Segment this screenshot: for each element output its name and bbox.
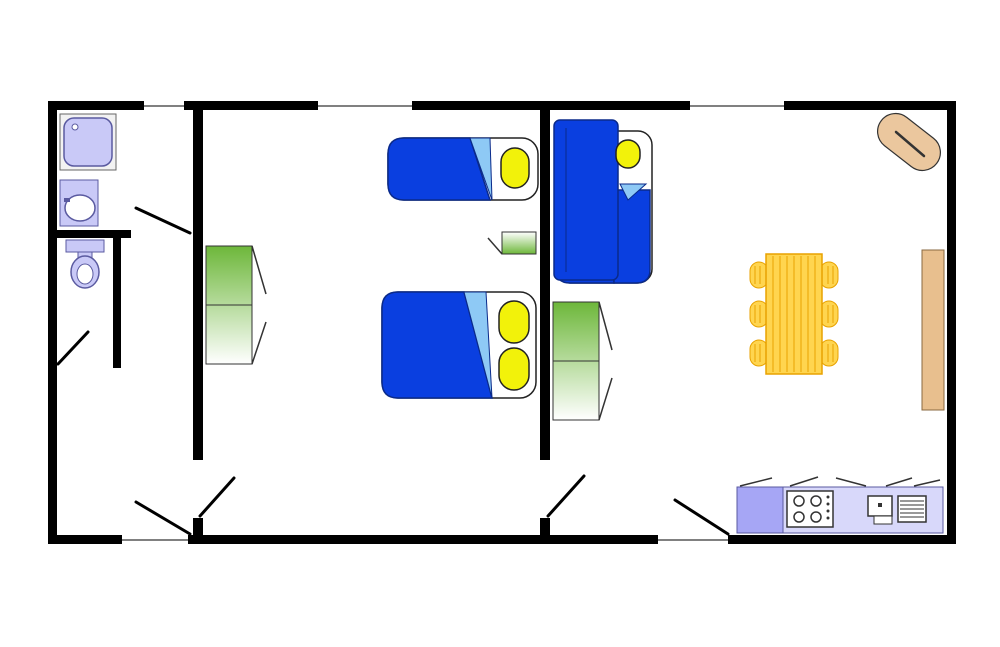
wall-bath-wc xyxy=(57,230,131,238)
pillow-icon xyxy=(500,147,530,189)
living-area xyxy=(552,112,945,534)
bedside-table xyxy=(487,231,537,255)
door-wc[interactable] xyxy=(56,330,90,366)
windows xyxy=(122,105,784,541)
sofa-bed xyxy=(553,119,653,284)
entrance-mat xyxy=(877,112,941,172)
drainer-icon xyxy=(897,495,927,523)
chair-icon xyxy=(749,339,769,367)
dining-table xyxy=(749,253,839,375)
sideboard xyxy=(921,249,945,411)
double-bed xyxy=(381,291,537,399)
bedroom xyxy=(205,137,539,399)
toilet-seat-icon xyxy=(76,263,94,285)
pillow-icon xyxy=(498,347,530,391)
sink-tap-icon xyxy=(64,198,70,202)
single-bed xyxy=(387,137,539,201)
hob-icon xyxy=(786,490,834,528)
wall-top-3 xyxy=(412,101,690,110)
door-terrace[interactable] xyxy=(673,498,730,536)
sink-icon xyxy=(64,194,96,222)
wall-stub-2 xyxy=(540,518,550,535)
wall-top-1 xyxy=(48,101,144,110)
pillow-icon xyxy=(615,139,641,169)
wall-bottom-3 xyxy=(728,535,956,544)
chair-icon xyxy=(749,261,769,289)
wall-hall-bedroom xyxy=(193,110,203,460)
door-bedroom[interactable] xyxy=(198,476,236,518)
kitchen-counter xyxy=(736,476,944,534)
wall-bottom-2 xyxy=(188,535,658,544)
shower-drain-icon xyxy=(71,123,79,131)
wall-top-4 xyxy=(784,101,956,110)
pillow-icon xyxy=(498,300,530,344)
wardrobe-bedroom xyxy=(205,245,267,365)
doors xyxy=(56,206,730,536)
chair-icon xyxy=(749,300,769,328)
wardrobe-living xyxy=(552,301,613,421)
wall-top-2 xyxy=(184,101,318,110)
kitchen-sink-icon xyxy=(867,495,893,525)
wall-stub-1 xyxy=(193,518,203,535)
door-living[interactable] xyxy=(546,474,586,518)
wall-bedroom-living xyxy=(540,110,550,460)
toilet-tank xyxy=(65,239,105,253)
walls xyxy=(48,101,956,544)
door-bath[interactable] xyxy=(134,206,192,235)
wall-wc-side xyxy=(113,238,121,368)
wall-bottom-1 xyxy=(48,535,122,544)
wall-right xyxy=(947,101,956,544)
wall-left xyxy=(48,101,57,544)
shower-basin xyxy=(63,117,113,167)
bathroom xyxy=(59,113,117,289)
door-entrance[interactable] xyxy=(134,500,192,536)
